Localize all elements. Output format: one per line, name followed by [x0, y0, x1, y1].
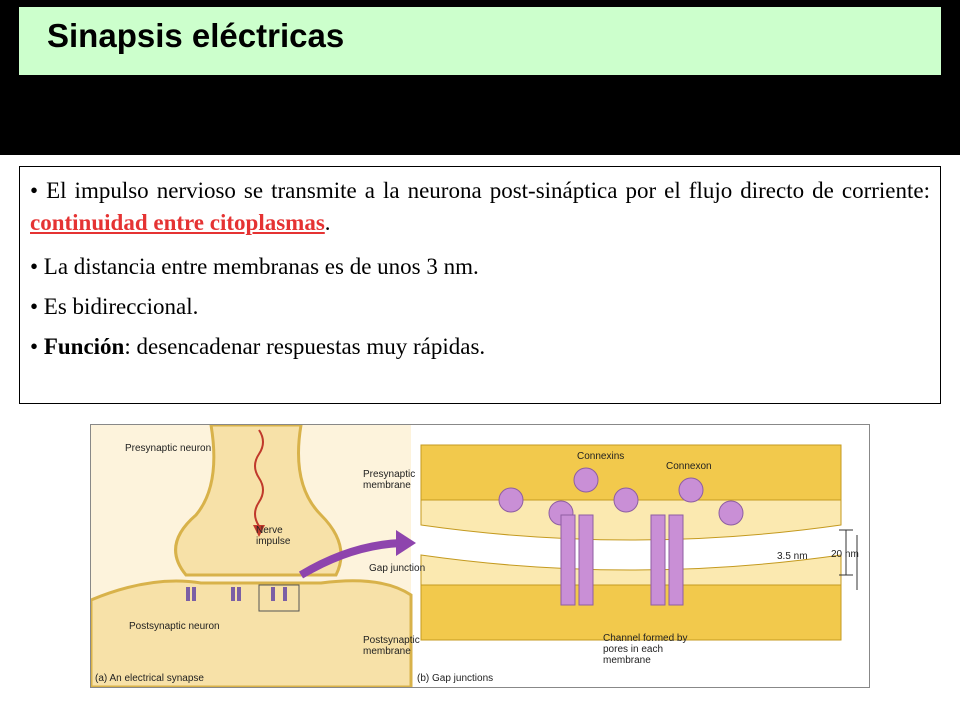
label-postsynaptic-membrane: Postsynaptic membrane	[363, 635, 420, 657]
bullet-4-text: : desencadenar respuestas muy rápidas.	[124, 334, 486, 359]
title-banner: Sinapsis eléctricas	[19, 7, 941, 75]
label-nerve-impulse: Nerve impulse	[256, 525, 291, 547]
label-dim-large: 20 nm	[831, 549, 859, 560]
arrow-head	[253, 525, 265, 537]
bullet-4-mark: •	[30, 334, 44, 359]
caption-a: (a) An electrical synapse	[95, 673, 204, 684]
label-dim-small: 3.5 nm	[777, 551, 808, 562]
postsynaptic-neuron-shape	[91, 579, 413, 687]
bullet-3: • Es bidireccional.	[30, 294, 199, 319]
nerve-impulse-arrow	[254, 429, 264, 527]
postsynaptic-membrane-bottom	[420, 584, 842, 641]
bullet-1-text: • El impulso nervioso se transmite a la …	[30, 178, 930, 203]
label-presynaptic-membrane: Presynaptic membrane	[363, 469, 416, 491]
zoom-box	[258, 584, 300, 612]
caption-b: (b) Gap junctions	[417, 673, 494, 684]
label-channel: Channel formed by pores in each membrane	[603, 633, 688, 666]
bullet-4-bold: Función	[43, 334, 125, 359]
presynaptic-neuron-shape	[174, 425, 343, 577]
bullet-2: • La distancia entre membranas es de uno…	[30, 254, 479, 279]
synapse-illustration	[91, 425, 858, 687]
bullet-4: • Función: desencadenar respuestas muy r…	[30, 331, 930, 363]
label-connexins: Connexins	[577, 451, 625, 462]
label-connexon: Connexon	[666, 461, 712, 472]
bullet-box: • El impulso nervioso se transmite a la …	[19, 166, 941, 404]
slide-title: Sinapsis eléctricas	[47, 17, 345, 54]
bullet-1: • El impulso nervioso se transmite a la …	[30, 175, 930, 239]
synapse-figure: Presynaptic neuron Nerve impulse Postsyn…	[90, 424, 870, 688]
bullet-1-end: .	[324, 210, 331, 235]
label-postsynaptic-neuron: Postsynaptic neuron	[129, 621, 220, 632]
label-gap-junction: Gap junction	[369, 563, 426, 574]
zoom-arrow	[298, 539, 402, 579]
bullet-1-highlight: continuidad entre citoplasmas	[30, 210, 325, 235]
label-presynaptic-neuron: Presynaptic neuron	[125, 443, 212, 454]
